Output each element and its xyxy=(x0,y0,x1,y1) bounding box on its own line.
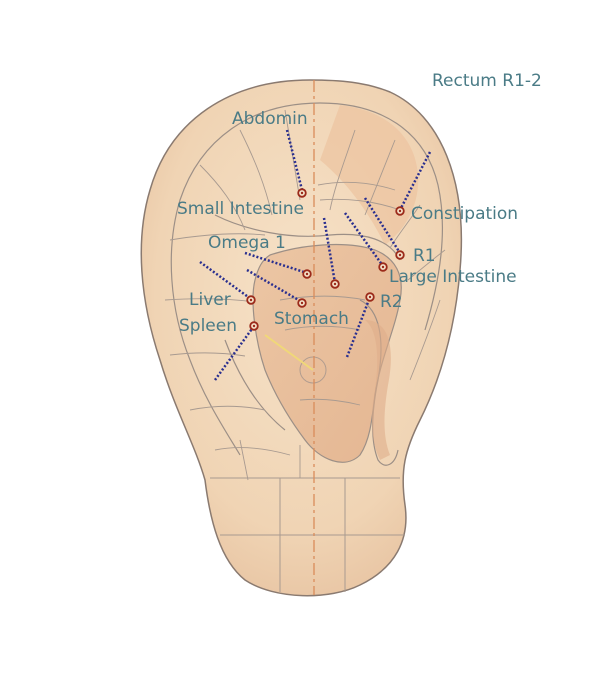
label-r2: R2 xyxy=(380,292,403,312)
label-liver: Liver xyxy=(189,290,231,310)
lobe-grid xyxy=(210,477,405,592)
upper-fossa xyxy=(320,105,419,245)
label-abdomin: Abdomin xyxy=(232,109,308,129)
needle-r2 xyxy=(345,296,372,358)
concha-marker xyxy=(299,356,327,384)
needle-constipation xyxy=(398,151,432,211)
tragus-shadow xyxy=(365,320,391,460)
label-r1: R1 xyxy=(413,246,436,266)
label-constipation: Constipation xyxy=(411,204,518,224)
concha xyxy=(252,243,402,463)
needle-stomach xyxy=(246,268,303,304)
point-centers xyxy=(249,191,402,328)
label-stomach: Stomach xyxy=(274,309,349,329)
antihelix xyxy=(214,214,401,261)
label-spleen: Spleen xyxy=(179,316,237,336)
needle-small-intestine xyxy=(322,217,337,284)
needle-omega1 xyxy=(244,251,308,275)
antihelix-lower xyxy=(224,339,286,431)
diagram-title: Rectum R1-2 xyxy=(432,71,542,91)
helix-rim-right xyxy=(319,102,444,331)
needle-spleen xyxy=(213,325,256,381)
needles xyxy=(199,129,432,381)
needle-r1 xyxy=(363,197,402,254)
needle-large-intestine xyxy=(343,212,385,267)
yellow-line xyxy=(264,334,314,371)
helix-rim xyxy=(170,102,321,456)
label-small-intestine: Small Intestine xyxy=(177,199,304,219)
label-large-intestine: Large Intestine xyxy=(389,267,517,287)
label-omega1: Omega 1 xyxy=(208,233,286,253)
needle-liver xyxy=(199,260,252,301)
